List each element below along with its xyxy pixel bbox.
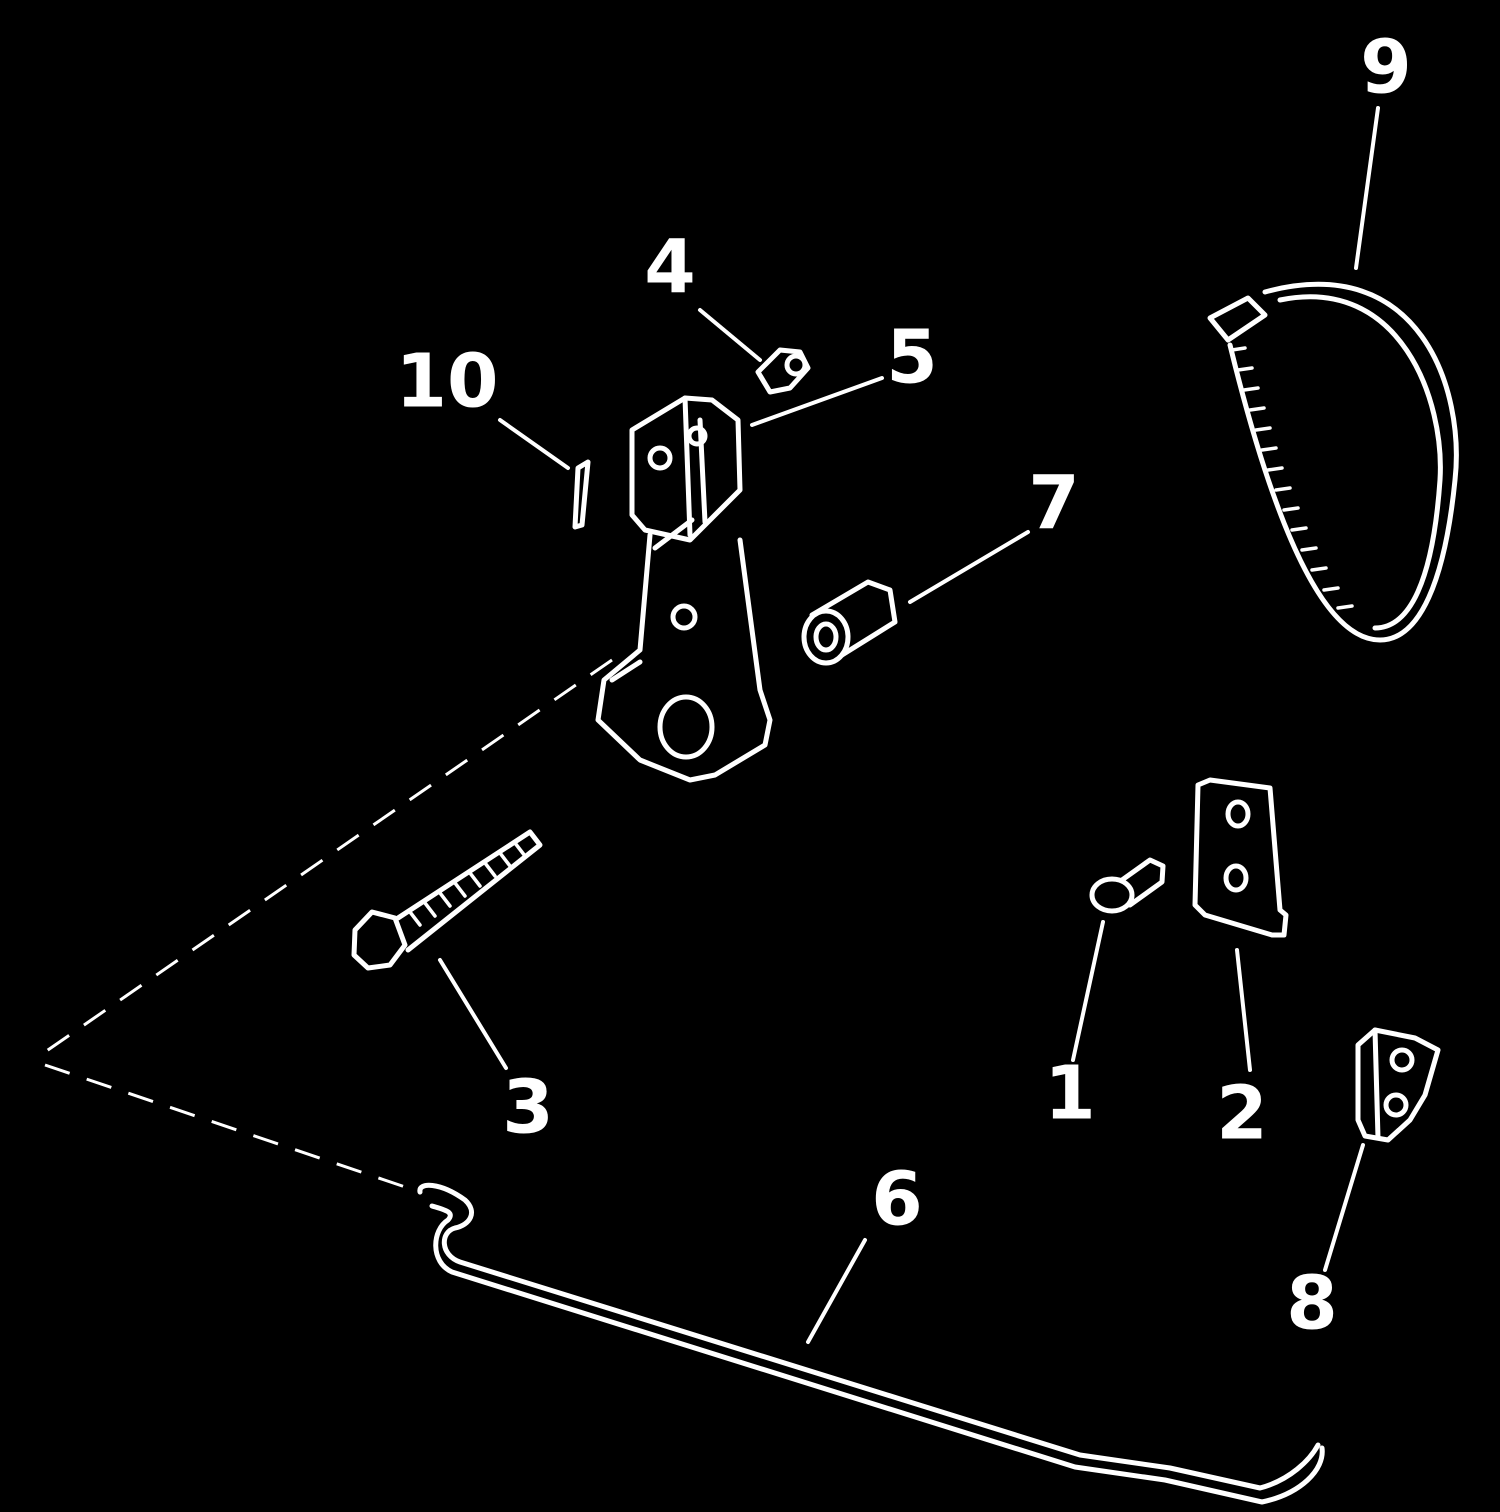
part-5-lever-arm <box>595 395 773 783</box>
callout-2: 2 <box>1216 1071 1268 1157</box>
callout-3: 3 <box>502 1065 554 1151</box>
part-3-threaded-bolt <box>351 829 543 971</box>
part-4-shoulder-bolt <box>755 347 811 395</box>
part-2-bracket-plate <box>1192 777 1289 938</box>
callout-7: 7 <box>1028 461 1080 547</box>
leader-lines <box>438 106 1380 1344</box>
callout-9: 9 <box>1360 25 1412 111</box>
callout-1: 1 <box>1044 1051 1096 1137</box>
part-8-clip <box>1355 1027 1441 1143</box>
part-7-bushing <box>801 579 898 666</box>
part-10-cotter-pin <box>572 459 591 530</box>
callout-labels: 1 2 3 4 5 6 7 8 9 10 <box>396 25 1412 1347</box>
part-9-hose-clamp <box>1207 282 1459 643</box>
callout-4: 4 <box>644 225 696 311</box>
callout-8: 8 <box>1286 1261 1338 1347</box>
assembly-guide-lines <box>44 658 613 1194</box>
callout-5: 5 <box>886 315 938 401</box>
part-6-rod <box>417 1182 1325 1505</box>
part-1-screw <box>1089 857 1166 914</box>
callout-6: 6 <box>871 1157 923 1243</box>
callout-10: 10 <box>396 339 499 425</box>
